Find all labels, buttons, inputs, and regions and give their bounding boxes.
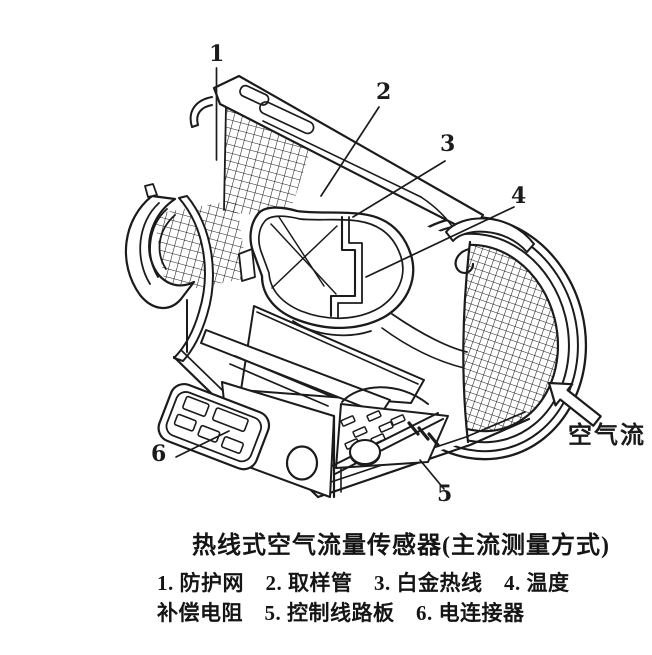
circuit-board: [331, 403, 449, 475]
hot-wire-frame: [270, 215, 363, 318]
part-label-5: 5: [437, 481, 453, 507]
figure-title: 热线式空气流量传感器(主流测量方式): [192, 533, 610, 559]
part-label-6: 6: [151, 441, 167, 467]
part-label-4: 4: [511, 183, 527, 209]
legend-line-2: 补偿电阻 5. 控制线路板 6. 电连接器: [157, 601, 525, 625]
leader-lines: [175, 67, 515, 490]
part-label-2: 2: [376, 79, 392, 105]
electrical-connector: [157, 355, 334, 471]
housing-wall: [200, 305, 468, 499]
protective-mesh-left: [154, 104, 312, 294]
left-flange: [124, 183, 214, 362]
legend-line-1: 1. 防护网 2. 取样管 3. 白金热线 4. 温度: [157, 571, 570, 595]
part-label-1: 1: [209, 41, 225, 67]
airflow-label: 空气流: [568, 423, 646, 449]
sampling-tube: [238, 206, 415, 337]
part-label-3: 3: [440, 131, 456, 157]
airflow-arrow-icon: [547, 381, 602, 427]
